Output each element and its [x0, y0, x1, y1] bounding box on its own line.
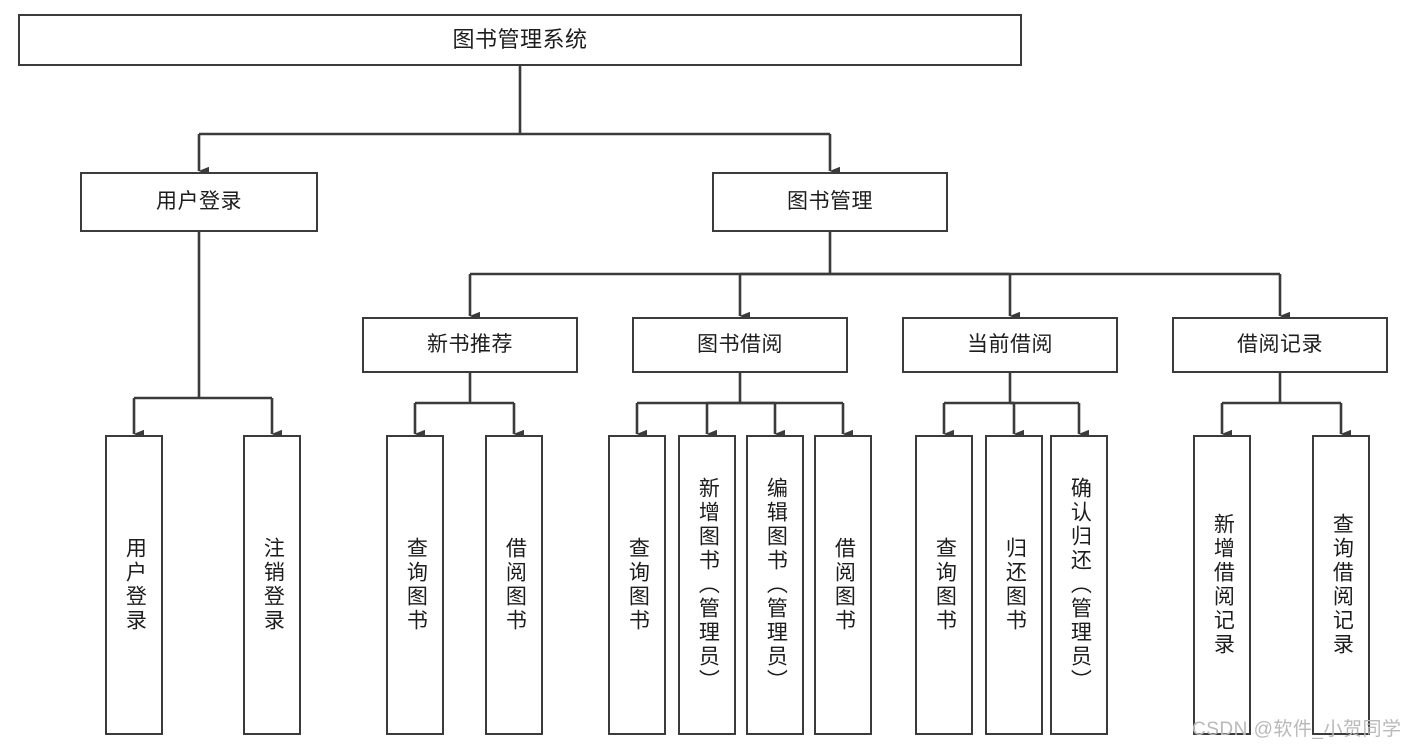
node-leaf-query-record[interactable]: 查询借阅记录 — [1312, 435, 1370, 735]
node-label: 查询图书 — [626, 537, 650, 633]
node-leaf-edit-book[interactable]: 编辑图书（管理员） — [746, 435, 804, 735]
node-label: 借阅图书 — [503, 537, 527, 633]
node-label: 新增借阅记录 — [1211, 513, 1235, 657]
node-label: 图书管理系统 — [452, 27, 588, 53]
node-book-borrow[interactable]: 图书借阅 — [632, 317, 848, 373]
node-label: 查询借阅记录 — [1330, 513, 1354, 657]
csdn-watermark: CSDN @软件_小贺同学 — [1192, 719, 1402, 740]
node-book-manage[interactable]: 图书管理 — [712, 172, 948, 232]
node-label: 当前借阅 — [967, 332, 1053, 356]
node-leaf-borrow-book[interactable]: 借阅图书 — [814, 435, 872, 735]
node-label: 用户登录 — [123, 537, 147, 633]
node-label: 用户登录 — [156, 189, 242, 213]
node-label: 查询图书 — [404, 537, 428, 633]
node-leaf-return-book[interactable]: 归还图书 — [985, 435, 1043, 735]
node-root[interactable]: 图书管理系统 — [18, 14, 1022, 66]
node-label: 确认归还（管理员） — [1068, 477, 1092, 693]
node-label: 新书推荐 — [427, 332, 513, 356]
node-label: 图书借阅 — [697, 332, 783, 356]
node-label: 注销登录 — [261, 537, 285, 633]
node-leaf-logout[interactable]: 注销登录 — [243, 435, 301, 735]
node-current-borrow[interactable]: 当前借阅 — [902, 317, 1118, 373]
node-label: 归还图书 — [1003, 537, 1027, 633]
node-leaf-add-book[interactable]: 新增图书（管理员） — [678, 435, 736, 735]
node-leaf-confirm-return[interactable]: 确认归还（管理员） — [1050, 435, 1108, 735]
node-new-book-rec[interactable]: 新书推荐 — [362, 317, 578, 373]
node-leaf-borrow-book-rec[interactable]: 借阅图书 — [485, 435, 543, 735]
node-label: 图书管理 — [787, 189, 873, 213]
node-label: 编辑图书（管理员） — [764, 477, 788, 693]
node-leaf-query-book-borrow[interactable]: 查询图书 — [608, 435, 666, 735]
edge-group — [132, 66, 1351, 439]
node-label: 借阅记录 — [1237, 332, 1323, 356]
node-leaf-query-book-cur[interactable]: 查询图书 — [915, 435, 973, 735]
node-borrow-record[interactable]: 借阅记录 — [1172, 317, 1388, 373]
node-user-login[interactable]: 用户登录 — [80, 172, 318, 232]
node-leaf-query-book-rec[interactable]: 查询图书 — [386, 435, 444, 735]
node-label: 借阅图书 — [832, 537, 856, 633]
node-leaf-add-record[interactable]: 新增借阅记录 — [1193, 435, 1251, 735]
node-label: 新增图书（管理员） — [696, 477, 720, 693]
node-label: 查询图书 — [933, 537, 957, 633]
node-leaf-user-login[interactable]: 用户登录 — [105, 435, 163, 735]
